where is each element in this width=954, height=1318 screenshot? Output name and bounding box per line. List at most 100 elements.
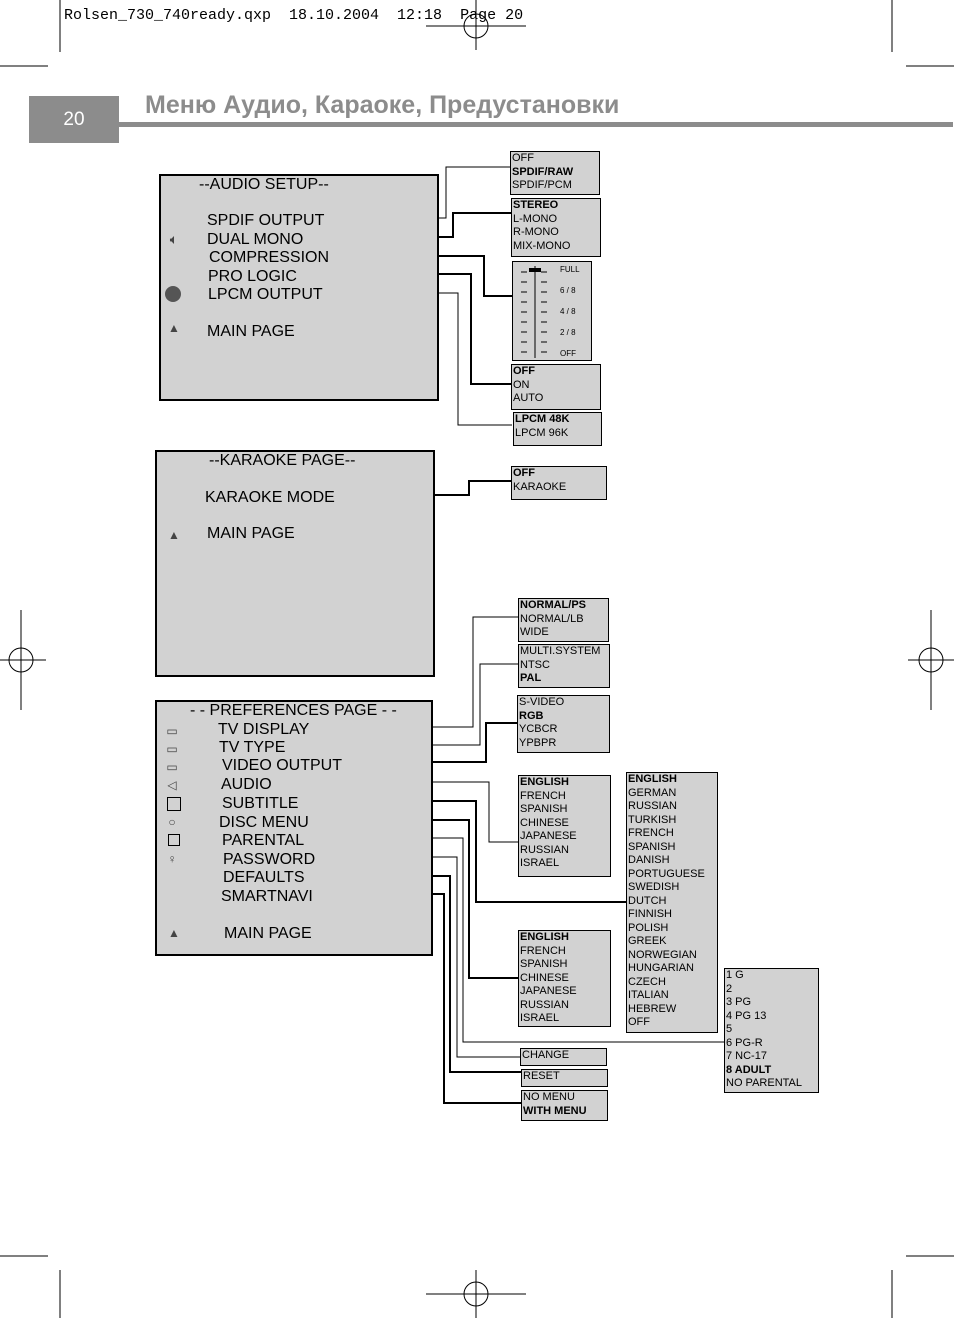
- option-item[interactable]: AUTO: [513, 392, 544, 404]
- option-item[interactable]: YCBCR: [519, 723, 558, 735]
- option-item[interactable]: WIDE: [520, 626, 549, 638]
- option-item[interactable]: HUNGARIAN: [628, 962, 695, 974]
- option-item[interactable]: ON: [513, 378, 530, 391]
- menu-item-password[interactable]: PASSWORD: [223, 851, 316, 868]
- option-item[interactable]: RUSSIAN: [628, 800, 677, 812]
- option-item-selected[interactable]: WITH MENU: [523, 1104, 587, 1117]
- option-item-selected[interactable]: NORMAL/PS: [520, 599, 586, 611]
- menu-item-parental[interactable]: PARENTAL: [222, 832, 305, 849]
- option-item[interactable]: 3 PG: [726, 996, 752, 1008]
- option-item[interactable]: RESET: [523, 1070, 560, 1082]
- menu-item-lpcm-output[interactable]: LPCM OUTPUT: [208, 286, 323, 303]
- option-item[interactable]: SPANISH: [628, 840, 676, 853]
- option-item[interactable]: 5: [726, 1023, 733, 1035]
- option-item[interactable]: 1 G: [726, 969, 744, 981]
- menu-item-audio[interactable]: AUDIO: [221, 776, 272, 793]
- menu-item-disc-menu[interactable]: DISC MENU: [219, 814, 309, 831]
- option-item[interactable]: CZECH: [628, 975, 666, 988]
- option-item[interactable]: MULTI.SYSTEM: [520, 645, 601, 657]
- option-item-selected[interactable]: 8 ADULT: [726, 1063, 772, 1076]
- menu-item-main-page[interactable]: MAIN PAGE: [207, 525, 295, 542]
- option-item[interactable]: GREEK: [628, 935, 667, 947]
- menu-item-pro-logic[interactable]: PRO LOGIC: [208, 268, 297, 285]
- option-item[interactable]: NO MENU: [523, 1091, 575, 1103]
- menu-item-main-page[interactable]: MAIN PAGE: [207, 323, 295, 340]
- option-item-selected[interactable]: PAL: [520, 672, 542, 684]
- option-item-selected[interactable]: OFF: [513, 467, 535, 479]
- option-item[interactable]: SPDIF/PCM: [512, 179, 572, 191]
- option-item-selected[interactable]: LPCM 48K: [515, 413, 570, 425]
- defaults-options: RESET: [521, 1069, 608, 1087]
- option-item-selected[interactable]: STEREO: [513, 199, 559, 211]
- option-item[interactable]: ISRAEL: [520, 857, 560, 869]
- smartnavi-options: NO MENU WITH MENU: [521, 1090, 608, 1121]
- option-item-selected[interactable]: ENGLISH: [520, 776, 569, 788]
- option-item[interactable]: YPBPR: [519, 736, 557, 749]
- subtitle-icon: [167, 797, 181, 811]
- slider-label: FULL: [560, 265, 580, 274]
- option-item[interactable]: HEBREW: [628, 1002, 677, 1015]
- option-item-selected[interactable]: RGB: [519, 709, 544, 722]
- option-item[interactable]: JAPANESE: [520, 830, 577, 842]
- option-item-selected[interactable]: ENGLISH: [520, 931, 569, 943]
- menu-item-video-output[interactable]: VIDEO OUTPUT: [222, 757, 343, 774]
- option-item[interactable]: OFF: [512, 152, 534, 164]
- option-item[interactable]: FRENCH: [520, 789, 566, 802]
- page-number: 20: [29, 96, 119, 143]
- option-item[interactable]: KARAOKE: [513, 480, 567, 493]
- option-item[interactable]: RUSSIAN: [520, 998, 569, 1011]
- menu-item-tv-type[interactable]: TV TYPE: [219, 739, 286, 756]
- option-item[interactable]: POLISH: [628, 921, 669, 934]
- option-item[interactable]: OFF: [628, 1016, 650, 1028]
- menu-item-compression[interactable]: COMPRESSION: [209, 249, 330, 266]
- menu-item-main-page[interactable]: MAIN PAGE: [224, 925, 312, 942]
- option-item[interactable]: GERMAN: [628, 786, 677, 799]
- option-item[interactable]: LPCM 96K: [515, 426, 569, 439]
- option-item[interactable]: L-MONO: [513, 212, 557, 225]
- option-item[interactable]: NORWEGIAN: [628, 948, 697, 961]
- option-item[interactable]: 4 PG 13: [726, 1009, 767, 1022]
- option-item[interactable]: SPANISH: [520, 803, 568, 815]
- option-item[interactable]: 2: [726, 982, 733, 995]
- option-item[interactable]: MIX-MONO: [513, 239, 571, 252]
- option-item[interactable]: R-MONO: [513, 226, 559, 238]
- menu-item-smartnavi[interactable]: SMARTNAVI: [221, 888, 313, 905]
- option-item[interactable]: DANISH: [628, 854, 670, 866]
- option-item[interactable]: SWEDISH: [628, 881, 680, 893]
- option-item[interactable]: ITALIAN: [628, 989, 669, 1001]
- option-item[interactable]: 7 NC-17: [726, 1050, 767, 1062]
- option-item[interactable]: FRENCH: [520, 944, 566, 957]
- menu-item-spdif-output[interactable]: SPDIF OUTPUT: [207, 212, 325, 229]
- option-item[interactable]: TURKISH: [628, 813, 677, 826]
- option-item[interactable]: DUTCH: [628, 894, 667, 907]
- up-arrow-icon: ▲: [168, 321, 180, 335]
- option-item[interactable]: CHINESE: [520, 816, 569, 829]
- option-item[interactable]: CHANGE: [522, 1049, 570, 1061]
- slider-track: [521, 266, 547, 358]
- option-item[interactable]: SPANISH: [520, 958, 568, 970]
- option-item[interactable]: S-VIDEO: [519, 696, 565, 708]
- option-item-selected[interactable]: SPDIF/RAW: [512, 165, 574, 178]
- option-item-selected[interactable]: ENGLISH: [628, 773, 677, 785]
- option-item[interactable]: JAPANESE: [520, 985, 577, 997]
- option-item-selected[interactable]: OFF: [513, 365, 535, 377]
- option-item[interactable]: NTSC: [520, 658, 550, 671]
- menu-item-defaults[interactable]: DEFAULTS: [223, 869, 305, 886]
- menu-item-tv-display[interactable]: TV DISPLAY: [218, 721, 310, 738]
- menu-item-karaoke-mode[interactable]: KARAOKE MODE: [205, 489, 335, 506]
- option-item[interactable]: NORMAL/LB: [520, 612, 584, 625]
- option-item[interactable]: 6 PG-R: [726, 1036, 763, 1049]
- option-item[interactable]: NO PARENTAL: [726, 1077, 802, 1089]
- karaoke-page-menu: --KARAOKE PAGE-- KARAOKE MODE ▲ MAIN PAG…: [155, 450, 435, 677]
- option-item[interactable]: FINNISH: [628, 908, 672, 920]
- disc-menu-language-options: ENGLISH FRENCH SPANISH CHINESE JAPANESE …: [518, 930, 611, 1027]
- option-item[interactable]: FRENCH: [628, 827, 674, 839]
- menu-item-subtitle[interactable]: SUBTITLE: [222, 795, 299, 812]
- menu-item-dual-mono[interactable]: DUAL MONO: [207, 231, 304, 248]
- option-item[interactable]: PORTUGUESE: [628, 867, 705, 880]
- option-item[interactable]: ISRAEL: [520, 1012, 560, 1024]
- option-item[interactable]: CHINESE: [520, 971, 569, 984]
- slider-label: 2 / 8: [560, 328, 576, 337]
- option-item[interactable]: RUSSIAN: [520, 843, 569, 856]
